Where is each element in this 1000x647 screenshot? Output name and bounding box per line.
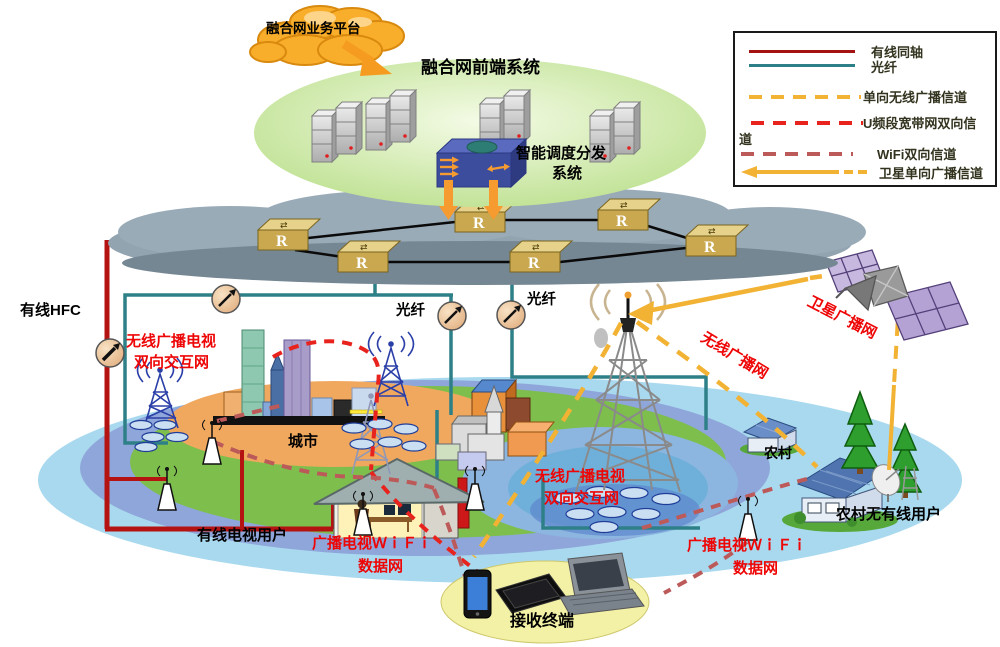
wifi-antenna — [465, 465, 485, 511]
frontend-system — [254, 59, 706, 220]
platform-label: 融合网业务平台 — [266, 21, 361, 36]
wifi-antenna — [202, 419, 222, 465]
uband-to-receiver — [369, 470, 480, 574]
legend-arrowhead-icon — [741, 166, 757, 178]
legend-label-fiber: 光纤 — [871, 60, 898, 75]
receiver-label: 接收终端 — [510, 613, 575, 630]
amplifier-icon — [211, 284, 241, 314]
wifi-house-path — [213, 440, 435, 490]
laptop — [559, 552, 645, 616]
amplifier-icon — [437, 301, 467, 331]
downlink-arrows — [439, 180, 503, 220]
wifi-rural-path — [641, 475, 815, 530]
router: R ⇄ — [596, 198, 662, 231]
dish-antenna-stacks — [129, 418, 681, 534]
legend-box: 有线同轴 光纤 单向无线广播信道 U频段宽带网双向信 道 WiFi双向信道 卫星… — [733, 31, 997, 187]
server-stack — [364, 88, 418, 152]
wifi-net-right-line1: 广播电视ＷｉＦｉ — [687, 537, 808, 554]
rural-user-label: 农村无有线用户 — [836, 506, 942, 523]
legend-label-uband-wrap: 道 — [739, 132, 753, 147]
wifi-net-left-line1: 广播电视ＷｉＦｉ — [312, 535, 433, 552]
satellite-down-dash — [892, 299, 901, 386]
legend-line-fiber — [749, 64, 855, 67]
cable-user-label: 有线电视用户 — [197, 527, 288, 544]
dispatch-box — [435, 137, 528, 189]
receiver-terminals — [440, 552, 650, 644]
radio-tower-city — [367, 331, 415, 407]
frontend-title: 融合网前端系统 — [421, 58, 540, 77]
router-label: R — [473, 215, 485, 232]
town-buildings — [435, 378, 556, 471]
cable-user-house — [313, 457, 485, 539]
platform-cloud — [249, 5, 405, 76]
wifi-antenna — [157, 465, 177, 511]
city-label: 城市 — [288, 433, 319, 450]
satellite — [825, 249, 969, 341]
amplifiers — [95, 284, 526, 368]
fiber-label-right: 光纤 — [527, 292, 556, 308]
amplifier-icon — [95, 338, 125, 368]
router: R ⇄ — [336, 240, 402, 273]
svg-text:⇄: ⇄ — [620, 200, 628, 210]
broadcast-tower — [575, 283, 681, 493]
server-stack — [588, 100, 642, 164]
wifi-city-cross — [216, 403, 284, 423]
legend-label-uband: U频段宽带网双向信 — [863, 116, 977, 131]
router-label: R — [528, 255, 540, 272]
smartphone — [463, 569, 492, 619]
wifi-net-right-line2: 数据网 — [733, 560, 779, 577]
legend-line-broadcast — [749, 95, 861, 99]
legend-line-coax — [749, 50, 855, 53]
satellite-down-solid — [887, 384, 896, 471]
router: R ⇄ — [256, 218, 322, 251]
legend-line-uband — [751, 121, 863, 125]
svg-text:⇄: ⇄ — [280, 220, 288, 230]
village-label: 农村 — [764, 445, 792, 461]
platform-arrow — [341, 40, 392, 76]
svg-text:⇄: ⇄ — [360, 242, 368, 252]
dispatch-label-line1: 智能调度分发 — [516, 145, 607, 162]
radio-tower-left — [136, 357, 184, 429]
wifi-right-to-receiver — [663, 540, 749, 595]
hfc-label: 有线HFC — [20, 302, 81, 319]
fiber-label-left: 光纤 — [396, 303, 425, 319]
yellow-broadcast-to-receiver — [472, 321, 623, 559]
router: R ⇄ — [508, 240, 574, 273]
village-house — [742, 417, 798, 453]
router-links — [294, 218, 701, 264]
legend-label-broadcast: 单向无线广播信道 — [863, 90, 968, 105]
yellow-broadcast-to-rural — [635, 320, 819, 469]
server-stack — [310, 100, 364, 164]
legend-label-coax: 有线同轴 — [871, 45, 924, 60]
legend-line-satellite — [741, 166, 867, 178]
dispatch-label-line2: 系统 — [552, 165, 583, 182]
router-label: R — [616, 213, 628, 230]
router: R ⇄ — [684, 224, 750, 257]
amplifier-icon — [496, 300, 526, 330]
city-net-label-line2: 双向交互网 — [134, 354, 210, 371]
wifi-antenna — [738, 495, 758, 541]
town-net-label-line2: 双向交互网 — [544, 490, 620, 507]
svg-text:⇄: ⇄ — [532, 242, 540, 252]
city-skyline — [213, 329, 385, 425]
legend-label-satellite: 卫星单向广播信道 — [879, 166, 984, 181]
uband-city-arc — [271, 339, 381, 471]
server-stacks — [310, 88, 642, 164]
legend-line-wifi — [741, 152, 853, 156]
svg-text:⇄: ⇄ — [477, 202, 485, 212]
router-label: R — [356, 255, 368, 272]
router-label: R — [704, 239, 716, 256]
svg-text:⇄: ⇄ — [708, 226, 716, 236]
router-label: R — [276, 233, 288, 250]
wifi-antenna — [353, 490, 373, 536]
satellite-beam-arrowhead — [628, 301, 654, 325]
town-net-label-line1: 无线广播电视 — [535, 468, 626, 485]
legend-label-wifi: WiFi双向信道 — [877, 147, 957, 162]
wifi-antennas — [157, 419, 758, 541]
wifi-net-left-line2: 数据网 — [358, 558, 404, 575]
rural-satellite-dish — [871, 464, 919, 502]
city-net-label-line1: 无线广播电视 — [126, 333, 217, 350]
satellite-beam-solid — [641, 276, 809, 315]
